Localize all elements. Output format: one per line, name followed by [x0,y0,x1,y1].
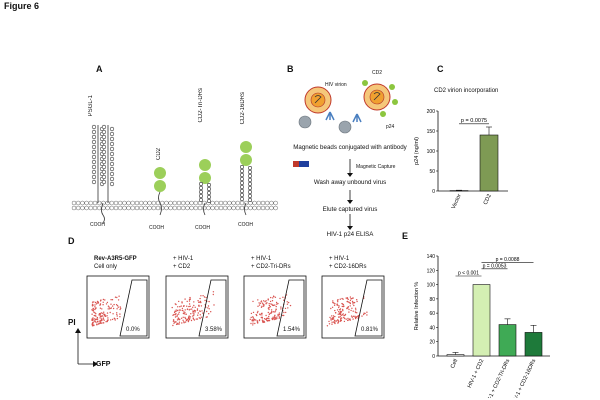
chart-c: 0 50 100 150 200 p24 (ng/ml) Vector CD2 p = 0.00… [414,109,508,210]
panel-b-capture-diagram [298,80,398,134]
axis-label-pi: PI [68,318,76,327]
p24-label: p24 [386,124,395,130]
bar [524,332,543,357]
antibody-icon [352,113,362,123]
axis-label-gfp: GFP [96,361,111,368]
y-tick-label: 40 [429,325,435,331]
protein-label-cd2: CD2 [156,148,162,161]
axis-arrows [75,328,98,367]
flow-step-wash: Wash away unbound virus [313,179,387,186]
cd2-label: CD2 [372,70,383,76]
bar [446,354,465,357]
y-axis-title: p24 (ng/ml) [414,137,420,165]
panel-d-label: D [68,236,75,246]
p-value-label: p = 0.0088 [496,257,520,263]
y-tick-label: 150 [427,129,436,135]
flow-step-beads: Magnetic beads conjugated with antibody [293,144,407,151]
magnetic-bead-icon [298,115,312,129]
hiv-virion-cd2-icon [362,80,398,117]
figure-title: Figure 6 [4,1,40,11]
antibody-icon [325,111,335,121]
y-tick-label: 200 [427,109,436,115]
gfp-positive-percentage: 0.81% [361,327,379,333]
y-tick-label: 100 [427,283,436,289]
protein-label-cd2-16drs: CD2-16DRs [240,92,246,125]
magnet-icon [293,161,309,167]
y-tick-label: 0 [432,189,435,195]
panel-e-label: E [402,231,409,241]
gfp-positive-gate [276,279,305,337]
bar [479,134,499,192]
flow-plot-title-line2: + CD2-Tri-DRs [251,264,291,270]
y-tick-label: 80 [429,297,435,303]
gfp-positive-percentage: 0.0% [126,327,140,333]
y-axis-title: Relative Infection % [414,282,420,331]
cooh-label-cd2-tri-drs: COOH [195,225,210,231]
flow-step-elute: Elute captured virus [322,206,378,213]
flow-plot-title-line1: + HIV-1 [329,256,350,262]
y-tick-label: 20 [429,340,435,346]
cooh-label-psgl1: COOH [90,222,105,228]
y-tick-label: 50 [429,169,435,175]
x-tick-label: HIV-1 + CD2 [467,358,486,389]
x-tick-label: CD2 [483,193,493,206]
hiv-virion-icon [304,86,332,114]
p-value-label: p = 0.0053 [483,263,507,269]
panel-b-flow-arrows [293,159,353,230]
flow-plot-title-line2: + CD2 [173,264,191,270]
y-tick-label: 60 [429,311,435,317]
p-value-label: p < 0.001 [458,271,479,277]
cooh-label-cd2: COOH [149,225,164,231]
hiv-virion-label: HIV virion [325,82,347,88]
y-tick-label: 140 [427,254,436,260]
flow-plot-title-line2: + CD2-16DRs [329,264,367,270]
x-tick-label: HIV-1 + CD2-16DRs [511,358,538,398]
panel-a-membrane-diagram [71,124,278,224]
x-tick-label: HIV-1 + CD2-Tri-DRs [484,358,511,398]
cooh-label-cd2-16drs: COOH [238,222,253,228]
flow-plot-title-line2: Cell only [94,264,118,270]
bar [472,284,491,357]
magnetic-capture-label: Magnetic Capture [356,164,396,170]
chart-c-title: CD2 virion incorporation [434,88,499,94]
panel-b-label: B [287,64,294,74]
x-tick-label: Cell [450,358,459,369]
x-tick-label: Vector [451,193,463,210]
flow-plot-title-line1: Rev-A3R5-GFP [94,256,137,262]
gfp-positive-percentage: 3.58% [205,327,223,333]
gfp-positive-gate [198,279,227,337]
y-tick-label: 120 [427,268,436,274]
flow-cytometry-plot [321,275,385,339]
p-value-label: p = 0.0075 [461,118,487,124]
flow-cytometry-plot [165,275,229,339]
protein-label-psgl1: PSGL-1 [88,95,94,117]
magnetic-bead-icon [338,120,352,134]
panel-c-label: C [437,64,444,74]
flow-step-elisa: HIV-1 p24 ELISA [326,231,374,238]
flow-cytometry-plot [243,275,307,339]
flow-plot-title-line1: + HIV-1 [173,256,194,262]
flow-cytometry-plot [86,275,150,339]
flow-plot-title-line1: + HIV-1 [251,256,272,262]
panel-a-label: A [96,64,103,74]
gfp-positive-gate [354,279,383,337]
gfp-positive-percentage: 1.54% [283,327,301,333]
gfp-positive-gate [119,279,148,337]
y-tick-label: 0 [432,354,435,360]
bar [498,324,517,357]
protein-label-cd2-tri-drs: CD2-Tri-DRs [198,88,204,123]
y-tick-label: 100 [427,149,436,155]
